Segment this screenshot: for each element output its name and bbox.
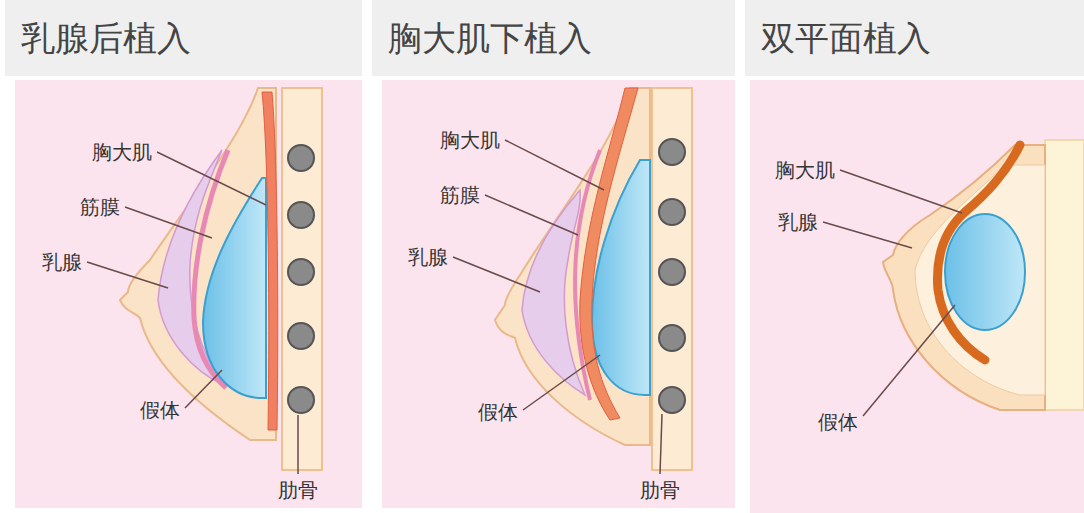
- breast-skin: [495, 88, 650, 445]
- rib: [288, 202, 314, 228]
- pectoral-muscle: [262, 92, 278, 430]
- panel-title: 双平面植入: [745, 0, 1084, 76]
- chest-wall: [282, 88, 322, 470]
- ribs: [659, 139, 685, 413]
- part-label: 乳腺: [42, 250, 82, 274]
- chest-wall: [652, 88, 692, 470]
- part-label: 筋膜: [80, 195, 120, 219]
- leader-line: [840, 170, 962, 213]
- leader-line: [297, 415, 299, 474]
- rib: [659, 199, 685, 225]
- leader-line: [823, 222, 912, 248]
- chest-wall: [1045, 140, 1084, 410]
- part-label: 乳腺: [778, 210, 818, 234]
- part-label: 肋骨: [278, 478, 318, 502]
- rib: [659, 387, 685, 413]
- leader-line: [125, 207, 212, 238]
- part-label: 筋膜: [440, 183, 480, 207]
- leader-line: [660, 414, 662, 474]
- leader-line: [87, 262, 168, 288]
- leader-line: [157, 152, 266, 205]
- part-label: 胸大肌: [775, 158, 835, 182]
- header-band: [5, 0, 362, 76]
- panel: 双平面植入: [745, 0, 1084, 513]
- part-label: 乳腺: [408, 245, 448, 269]
- leader-line: [485, 195, 578, 235]
- rib: [288, 259, 314, 285]
- header-band: [372, 0, 735, 76]
- rib: [288, 145, 314, 171]
- leader-line: [505, 140, 604, 190]
- panel-ground: [15, 80, 362, 508]
- leader-line: [863, 305, 955, 416]
- leader-line: [523, 355, 600, 410]
- rib: [288, 323, 314, 349]
- part-label: 肋骨: [640, 478, 680, 502]
- rib: [659, 325, 685, 351]
- leader-line: [453, 257, 540, 292]
- leader-line: [185, 370, 222, 408]
- panel-ground: [382, 80, 735, 508]
- leader-lines: [823, 170, 962, 416]
- panel-ground: [750, 80, 1084, 513]
- header-band: [745, 0, 1084, 76]
- pectoral-muscle: [580, 88, 638, 420]
- rib: [659, 139, 685, 165]
- panel-title: 乳腺后植入: [5, 0, 362, 76]
- part-label: 胸大肌: [440, 128, 500, 152]
- implant: [945, 214, 1025, 330]
- panel-title: 胸大肌下植入: [372, 0, 735, 76]
- ribs: [288, 145, 314, 413]
- rib: [288, 387, 314, 413]
- pectoral-muscle: [937, 145, 1020, 360]
- part-label: 假体: [478, 400, 518, 424]
- rib: [659, 259, 685, 285]
- breast-skin: [883, 145, 1045, 410]
- part-label: 胸大肌: [92, 140, 152, 164]
- part-label: 假体: [818, 410, 858, 434]
- implant: [203, 178, 266, 398]
- leader-lines: [453, 140, 662, 474]
- part-label: 假体: [140, 398, 180, 422]
